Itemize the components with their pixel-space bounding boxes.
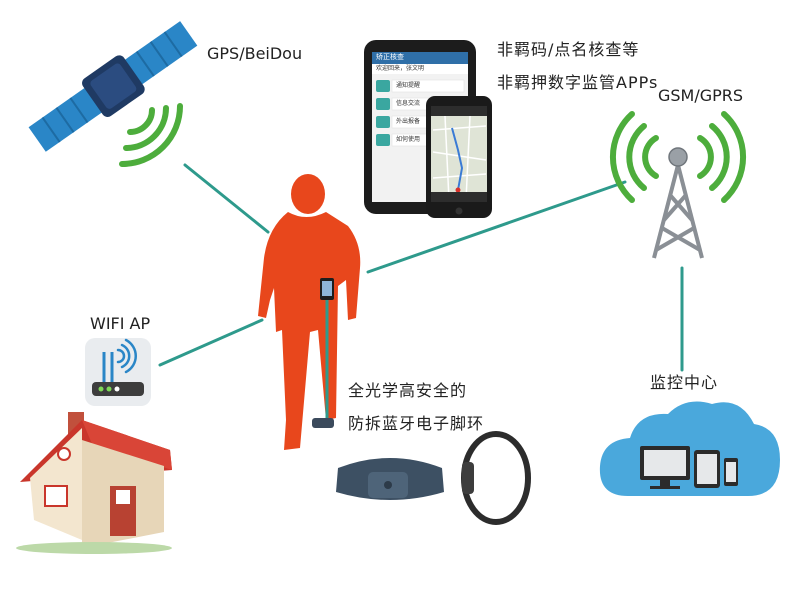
- apps-label-line1: 非羁码/点名核查等: [497, 40, 640, 59]
- connector-gps: [183, 163, 270, 234]
- wifi-label: WIFI AP: [90, 314, 151, 333]
- connector-gsm: [366, 180, 627, 274]
- cloud-monitor-icon: [599, 401, 780, 496]
- phone-back-title: 矫正核查: [376, 53, 404, 61]
- phone-back-greeting: 欢迎回来，张文明: [376, 65, 425, 72]
- gsm-label: GSM/GPRS: [658, 86, 744, 105]
- phone-menu-item: 信息交流: [396, 100, 421, 107]
- phone-menu-item: 外出报备: [396, 118, 421, 125]
- connector-lines: [158, 163, 684, 372]
- phone-menu-item: 如何使用: [396, 136, 421, 143]
- connector-wifi: [158, 318, 264, 367]
- worn-anklet: [312, 418, 334, 428]
- anklet-label-line1: 全光学高安全的: [348, 381, 468, 400]
- monitor-center-label: 监控中心: [650, 373, 719, 392]
- house-icon: [16, 412, 172, 554]
- satellite-icon: [28, 21, 198, 152]
- cell-tower-icon: [609, 111, 747, 259]
- anklet-front: [336, 458, 444, 500]
- satellite-signal-icon: [119, 103, 183, 167]
- anklet-side: [461, 431, 531, 525]
- gps-label: GPS/BeiDou: [207, 44, 303, 63]
- phone-menu-item: 通知提醒: [396, 82, 421, 89]
- wifi-router-icon: [85, 338, 151, 406]
- phone-front: [426, 96, 492, 218]
- person-silhouette: [258, 174, 361, 450]
- anklet-label-line2: 防拆蓝牙电子脚环: [348, 414, 485, 433]
- apps-label-line2: 非羁押数字监管APPs: [497, 73, 659, 92]
